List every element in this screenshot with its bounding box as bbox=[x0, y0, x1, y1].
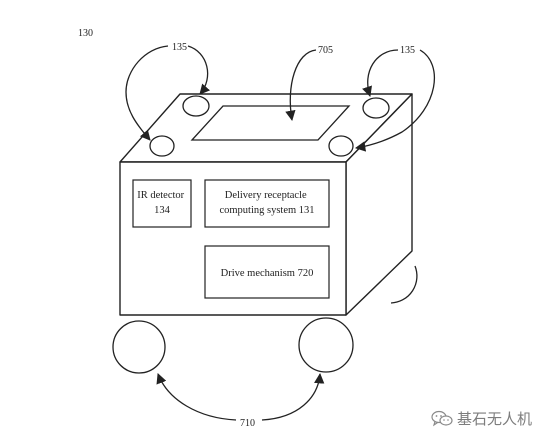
top-bumps bbox=[149, 95, 390, 157]
arrow-710-to-left-wheel bbox=[156, 373, 237, 421]
drive-mechanism-box bbox=[204, 245, 330, 299]
arrow-135-left-to-back-bump bbox=[187, 45, 211, 95]
arrow-135-left-to-front-bump bbox=[125, 45, 169, 141]
computing-system-line-2: computing system 131 bbox=[219, 205, 314, 216]
bump-back-right bbox=[362, 97, 390, 119]
bump-back-left bbox=[182, 95, 210, 117]
wheels-ref-label: 710 bbox=[240, 418, 255, 429]
figure-ref-label: 130 bbox=[78, 28, 93, 39]
ir-detector-label: IR detector 134 bbox=[137, 190, 187, 216]
receptacle-ref-label: 705 bbox=[318, 45, 333, 56]
ir-detector-box bbox=[132, 179, 192, 228]
computing-system-line-1: Delivery receptacle bbox=[225, 190, 307, 201]
bump-front-right bbox=[328, 135, 354, 157]
front-wheels bbox=[112, 317, 354, 374]
arrow-710-to-right-wheel bbox=[261, 372, 325, 421]
arrow-135-right-to-front-bump bbox=[354, 49, 435, 152]
arrow-705-to-hatch bbox=[285, 49, 317, 122]
rear-wheel bbox=[390, 265, 418, 304]
receptacle-hatch bbox=[190, 105, 351, 141]
front-wheel-left bbox=[112, 320, 166, 374]
computing-system-box bbox=[204, 179, 330, 228]
bump-ref-label-left: 135 bbox=[172, 42, 187, 53]
watermark: 基石无人机 bbox=[431, 408, 532, 429]
computing-system-label: Delivery receptacle computing system 131 bbox=[219, 190, 314, 216]
wechat-icon bbox=[431, 410, 453, 426]
ir-detector-line-1: IR detector bbox=[137, 190, 184, 201]
bump-front-left bbox=[149, 135, 175, 157]
arrow-135-right-to-back-bump bbox=[362, 49, 399, 97]
watermark-text: 基石无人机 bbox=[456, 410, 532, 428]
drive-mechanism-label: Drive mechanism 720 bbox=[221, 268, 314, 279]
bump-ref-label-right: 135 bbox=[400, 45, 415, 56]
front-wheel-right bbox=[298, 317, 354, 373]
ir-detector-line-2: 134 bbox=[154, 205, 171, 216]
leader-arrows bbox=[125, 45, 435, 421]
